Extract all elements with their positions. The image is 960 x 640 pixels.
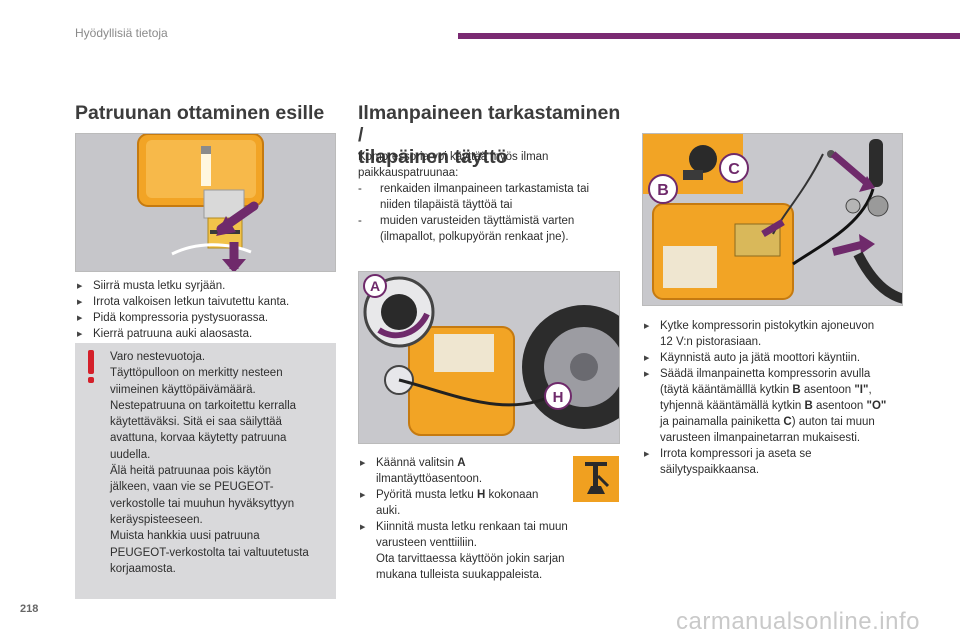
intro-line: Kompressoria voi käyttää myös ilman xyxy=(358,151,549,163)
dash-list: renkaiden ilmanpaineen tarkastamista tai… xyxy=(358,181,620,245)
label-c: C xyxy=(728,161,740,178)
label-h: H xyxy=(553,389,564,406)
warning-text: Varo nestevuotoja. Täyttöpulloon on merk… xyxy=(110,349,335,577)
list-item: Käännä valitsin A ilmantäyttöasentoon. xyxy=(358,455,568,487)
warning-line: korjaamosta. xyxy=(110,562,176,575)
right-instruction-list: Kytke kompressorin pistokytkin ajoneuvon… xyxy=(642,318,912,478)
warning-line: verkostolle tai muuhun hyväksyttyyn xyxy=(110,497,295,510)
warning-line: jälkeen, vaan vie se PEUGEOT- xyxy=(110,481,274,494)
dash-item: muiden varusteiden täyttämistä varten (i… xyxy=(358,213,620,245)
list-item: Pyöritä musta letku H kokonaan auki. xyxy=(358,487,568,519)
list-line: Ota tarvittaessa käyttöön jokin sarjan xyxy=(376,553,565,565)
list-line: auki. xyxy=(376,505,401,517)
text-span: Pyöritä musta letku xyxy=(376,489,477,501)
list-line: ja painamalla painiketta C) auton tai mu… xyxy=(660,414,912,430)
bold-span: C xyxy=(783,416,792,428)
list-line: varusteen ilmanpainetarran mukaisesti. xyxy=(660,432,861,444)
list-line: tyhjennä kääntämällä kytkin B asentoon "… xyxy=(660,398,912,414)
dash-line: muiden varusteiden täyttämistä varten xyxy=(380,215,575,227)
left-instruction-list: Siirrä musta letku syrjään. Irrota valko… xyxy=(75,278,340,343)
label-a: A xyxy=(370,278,380,294)
warning-line: Muista hankkia uusi patruuna xyxy=(110,530,260,543)
compressor-selector-image: A H xyxy=(358,271,620,444)
text-span: tyhjennä kääntämällä kytkin xyxy=(660,400,805,412)
warning-line: keräyspisteeseen. xyxy=(110,513,203,526)
section-title: Hyödyllisiä tietoja xyxy=(75,26,168,40)
cartridge-illustration xyxy=(76,134,335,271)
text-span: kokonaan xyxy=(485,489,539,501)
list-item: Siirrä musta letku syrjään. xyxy=(75,278,340,295)
list-item: Kiinnitä musta letku renkaan tai muun va… xyxy=(358,519,626,583)
dash-item: renkaiden ilmanpaineen tarkastamista tai… xyxy=(358,181,620,213)
list-item: Käynnistä auto ja jätä moottori käyntiin… xyxy=(642,350,912,367)
page-number: 218 xyxy=(20,603,39,615)
exclamation-icon xyxy=(88,350,94,383)
compressor-plug-illustration: B C xyxy=(643,134,902,305)
list-line: säilytyspaikkaansa. xyxy=(660,464,760,476)
compressor-connection-image: B C xyxy=(642,133,903,306)
middle-heading: Ilmanpaineen tarkastaminen / tilapäinen … xyxy=(358,102,628,168)
list-line: Pyöritä musta letku H kokonaan xyxy=(376,487,568,503)
cartridge-removal-image xyxy=(75,133,336,272)
list-item: Pidä kompressoria pystysuorassa. xyxy=(75,310,340,327)
list-item: Säädä ilmanpainetta kompressorin avulla … xyxy=(642,366,912,446)
watermark: carmanualsonline.info xyxy=(676,608,920,635)
label-b: B xyxy=(657,182,669,199)
list-item: Irrota kompressori ja aseta se säilytysp… xyxy=(642,446,912,478)
list-item: Kytke kompressorin pistokytkin ajoneuvon… xyxy=(642,318,912,350)
header-accent-bar xyxy=(458,33,960,39)
jack-icon xyxy=(573,456,619,502)
dash-line: renkaiden ilmanpaineen tarkastamista tai xyxy=(380,183,590,195)
text-span: (täytä kääntämälllä kytkin xyxy=(660,384,793,396)
text-span: asentoon xyxy=(800,384,855,396)
list-line: Irrota kompressori ja aseta se xyxy=(660,448,812,460)
text-span: , xyxy=(868,384,872,396)
list-item: Irrota valkoisen letkun taivutettu kanta… xyxy=(75,294,340,311)
warning-line: viimeinen käyttöpäivämäärä. xyxy=(110,383,256,396)
bold-span: B xyxy=(792,384,801,396)
bold-span: "O" xyxy=(866,400,887,412)
heading-line: tilapäinen täyttö xyxy=(358,146,508,168)
left-heading: Patruunan ottaminen esille xyxy=(75,102,325,124)
bold-span: H xyxy=(476,489,486,501)
compressor-illustration: A H xyxy=(359,272,619,443)
text-span: ja painamalla painiketta xyxy=(660,416,784,428)
dash-line: (ilmapallot, polkupyörän renkaat jne). xyxy=(380,231,569,243)
list-line: 12 V:n pistorasiaan. xyxy=(660,336,762,348)
warning-line: käytettäväksi. Sitä ei saa säilyttää xyxy=(110,416,282,429)
text-span: ) auton tai muun xyxy=(791,416,875,428)
list-line: ilmantäyttöasentoon. xyxy=(376,473,483,485)
middle-instruction-list: Käännä valitsin A ilmantäyttöasentoon. P… xyxy=(358,455,568,583)
warning-box xyxy=(75,343,336,599)
list-line: Kiinnitä musta letku renkaan tai muun xyxy=(376,521,568,533)
warning-line: Täyttöpulloon on merkitty nesteen xyxy=(110,367,283,380)
bold-span: "I" xyxy=(854,384,869,396)
dash-line: niiden tilapäistä täyttöä tai xyxy=(380,199,513,211)
bold-span: B xyxy=(804,400,813,412)
intro-line: paikkauspatruunaa: xyxy=(358,167,459,179)
list-line: varusteen venttiiliin. xyxy=(376,537,477,549)
bold-span: A xyxy=(457,457,466,469)
list-line: (täytä kääntämälllä kytkin B asentoon "I… xyxy=(660,382,912,398)
list-line: Säädä ilmanpainetta kompressorin avulla xyxy=(660,368,871,380)
heading-line: Ilmanpaineen tarkastaminen / xyxy=(358,102,621,146)
warning-line: Nestepatruuna on tarkoitettu kerralla xyxy=(110,399,297,412)
warning-line: avattuna, korvaa käytetty patruuna xyxy=(110,432,287,445)
list-item: Kierrä patruuna auki alaosasta. xyxy=(75,326,340,343)
text-span: asentoon xyxy=(812,400,867,412)
list-line: mukana tulleista suukappaleista. xyxy=(376,569,543,581)
warning-line: PEUGEOT-verkostolta tai valtuutetusta xyxy=(110,546,309,559)
list-line: Käännä valitsin A xyxy=(376,455,568,471)
warning-line: uudella. xyxy=(110,448,151,461)
warning-line: Varo nestevuotoja. xyxy=(110,351,206,363)
list-line: Kytke kompressorin pistokytkin ajoneuvon xyxy=(660,320,875,332)
warning-line: Älä heitä patruunaa pois käytön xyxy=(110,465,272,478)
intro-text: Kompressoria voi käyttää myös ilman paik… xyxy=(358,149,620,245)
text-span: Käännä valitsin xyxy=(376,457,458,469)
